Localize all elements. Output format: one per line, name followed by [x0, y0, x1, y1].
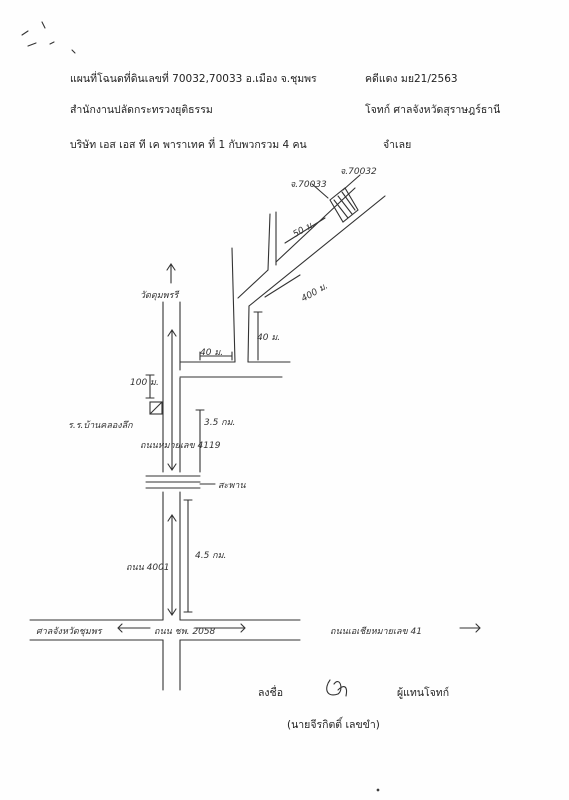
- arrow-west: [117, 623, 151, 633]
- scan-marks: [21, 21, 76, 54]
- dim-40m-left-label: 40 ม.: [200, 348, 224, 358]
- road-2058-label: ถนน ชพ. 2058: [154, 627, 216, 637]
- north-arrow-head: [166, 263, 176, 271]
- dim-100m: [145, 374, 155, 399]
- arrow-45km: [167, 514, 177, 616]
- dim-50m: [284, 217, 326, 244]
- case-number: คดีแดง มย21/2563: [365, 73, 458, 85]
- north-destination-label: วัดดุมพรรี: [140, 291, 179, 301]
- school-marker: [149, 401, 163, 415]
- defendant-name: บริษัท เอส เอส ที เค พาราเทค ที่ 1 กับพว…: [70, 139, 307, 151]
- dim-40m-right-label: 40 ม.: [257, 333, 281, 343]
- arrow-far-east: [459, 623, 481, 633]
- defendant-label: จำเลย: [383, 139, 412, 151]
- parcel-leader-b: [342, 174, 361, 191]
- diagonal-road-north-b: [275, 187, 356, 263]
- road-4001-label: ถนน 4001: [126, 563, 170, 573]
- signature-mark: [326, 679, 348, 697]
- fork-road-left: [267, 213, 271, 271]
- dim-40m-left: [199, 351, 233, 361]
- parcel-outline: [329, 187, 359, 223]
- signatory-name: (นายจีรกิตติ์ เลขขำ): [287, 719, 380, 731]
- header-title: แผนที่โฉนดที่ดินเลขที่ 70032,70033 อ.เมื…: [70, 73, 317, 85]
- plaintiff-office: สำนักงานปลัดกระทรวงยุติธรรม: [70, 104, 213, 116]
- parcel-hatch: [333, 191, 356, 219]
- plaintiff-label: โจทก์ ศาลจังหวัดสุราษฎร์ธานี: [365, 104, 501, 116]
- branch-left-edge: [231, 247, 236, 363]
- dim-100m-label: 100 ม.: [130, 378, 159, 388]
- dim-45km: [183, 499, 193, 613]
- diagonal-road-north-a: [237, 269, 269, 299]
- dim-40m-right: [253, 311, 263, 361]
- signature-label: ลงชื่อ: [258, 687, 283, 699]
- parcel-a-label: จ.70033: [290, 180, 327, 190]
- school-label: ร.ร.บ้านคลองลึก: [68, 421, 133, 431]
- branch-right-edge: [247, 305, 250, 363]
- dim-45km-label: 4.5 กม.: [195, 551, 227, 561]
- arrow-35km: [167, 329, 177, 471]
- dim-400m: [264, 274, 301, 298]
- dim-35km: [195, 409, 205, 473]
- diagonal-road-south: [248, 195, 386, 307]
- signatory-role: ผู้แทนโจทก์: [397, 687, 450, 699]
- west-destination-label: ศาลจังหวัดชุมพร: [36, 627, 102, 637]
- parcel-b-label: จ.70032: [340, 167, 377, 177]
- dim-35km-label: 3.5 กม.: [204, 418, 236, 428]
- parcel-leader-a: [311, 183, 329, 199]
- road-4119-label: ถนนหมายเลข 4119: [140, 441, 221, 451]
- bridge-label: สะพาน: [218, 481, 246, 491]
- road-41-label: ถนนเอเชียหมายเลข 41: [330, 627, 422, 637]
- arrow-east: [194, 623, 246, 633]
